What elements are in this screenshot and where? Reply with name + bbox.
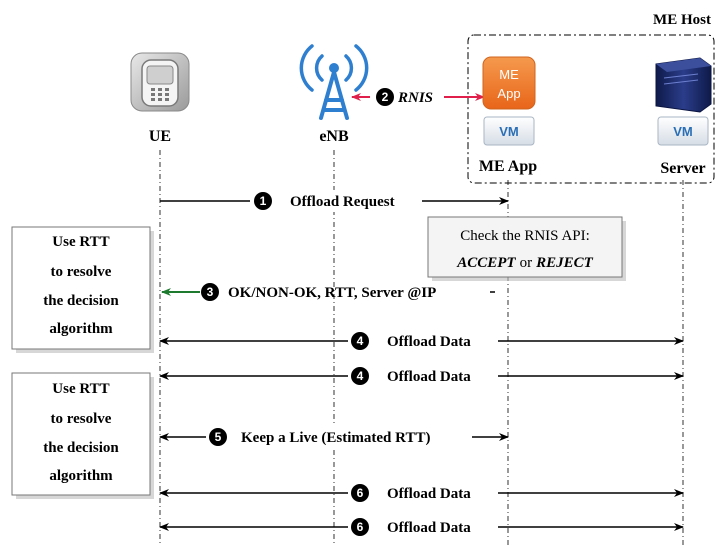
vm-label-server: VM (673, 124, 693, 139)
decision-box-1: Use RTT to resolve the decision algorith… (11, 226, 154, 353)
api-accept: ACCEPT (456, 255, 516, 271)
decision-1-line1: Use RTT (52, 234, 109, 250)
api-or: or (520, 255, 533, 271)
ue-label: UE (149, 128, 171, 145)
response-label: OK/NON-OK, RTT, Server @IP (228, 285, 436, 301)
step-marker-3 (201, 283, 219, 301)
keep-alive-label: Keep a Live (Estimated RTT) (241, 430, 430, 446)
step-6a-number: 6 (357, 486, 364, 500)
offload-request-label: Offload Request (290, 194, 395, 210)
decision-2-line3: the decision (43, 440, 119, 456)
me-app-icon-line1: ME (499, 67, 519, 82)
enb-label: eNB (319, 128, 349, 145)
decision-2-line2: to resolve (51, 411, 112, 427)
step-marker-4b (351, 367, 369, 385)
rnis-label: RNIS (397, 90, 433, 106)
step-marker-5 (209, 428, 227, 446)
decision-1-line2: to resolve (51, 264, 112, 280)
step-3-number: 3 (207, 285, 214, 299)
decision-1-line3: the decision (43, 293, 119, 309)
api-reject: REJECT (535, 255, 594, 271)
offload-data-label-4a: Offload Data (387, 334, 471, 350)
me-app-icon: ME App (482, 56, 536, 110)
server-icon (655, 57, 712, 113)
step-1-number: 1 (260, 194, 267, 208)
phone-icon (130, 52, 190, 112)
vm-icon: VM (657, 116, 709, 146)
offload-data-label-6a: Offload Data (387, 486, 471, 502)
step-4b-number: 4 (357, 369, 364, 383)
vm-icon: VM (483, 116, 535, 146)
step-marker-4a (351, 332, 369, 350)
offload-data-label-4b: Offload Data (387, 369, 471, 385)
server-label: Server (660, 160, 705, 177)
vm-label-app: VM (499, 124, 519, 139)
rnis-step: 2 (382, 90, 389, 104)
decision-1-line4: algorithm (49, 321, 113, 337)
api-check-line1: Check the RNIS API: (460, 228, 590, 244)
step-marker-1 (254, 192, 272, 210)
step-marker-6b (351, 518, 369, 536)
decision-2-line4: algorithm (49, 468, 113, 484)
step-5-number: 5 (215, 430, 222, 444)
me-host-title: ME Host (653, 12, 711, 28)
step-marker-6a (351, 484, 369, 502)
step-6b-number: 6 (357, 520, 364, 534)
me-app-label: ME App (479, 158, 537, 175)
antenna-icon (299, 44, 369, 120)
decision-2-line1: Use RTT (52, 381, 109, 397)
step-4a-number: 4 (357, 334, 364, 348)
decision-box-2: Use RTT to resolve the decision algorith… (11, 372, 154, 499)
me-host-region (467, 34, 715, 184)
offload-data-label-6b: Offload Data (387, 520, 471, 536)
step-marker-2 (376, 88, 394, 106)
me-app-icon-line2: App (497, 86, 520, 101)
